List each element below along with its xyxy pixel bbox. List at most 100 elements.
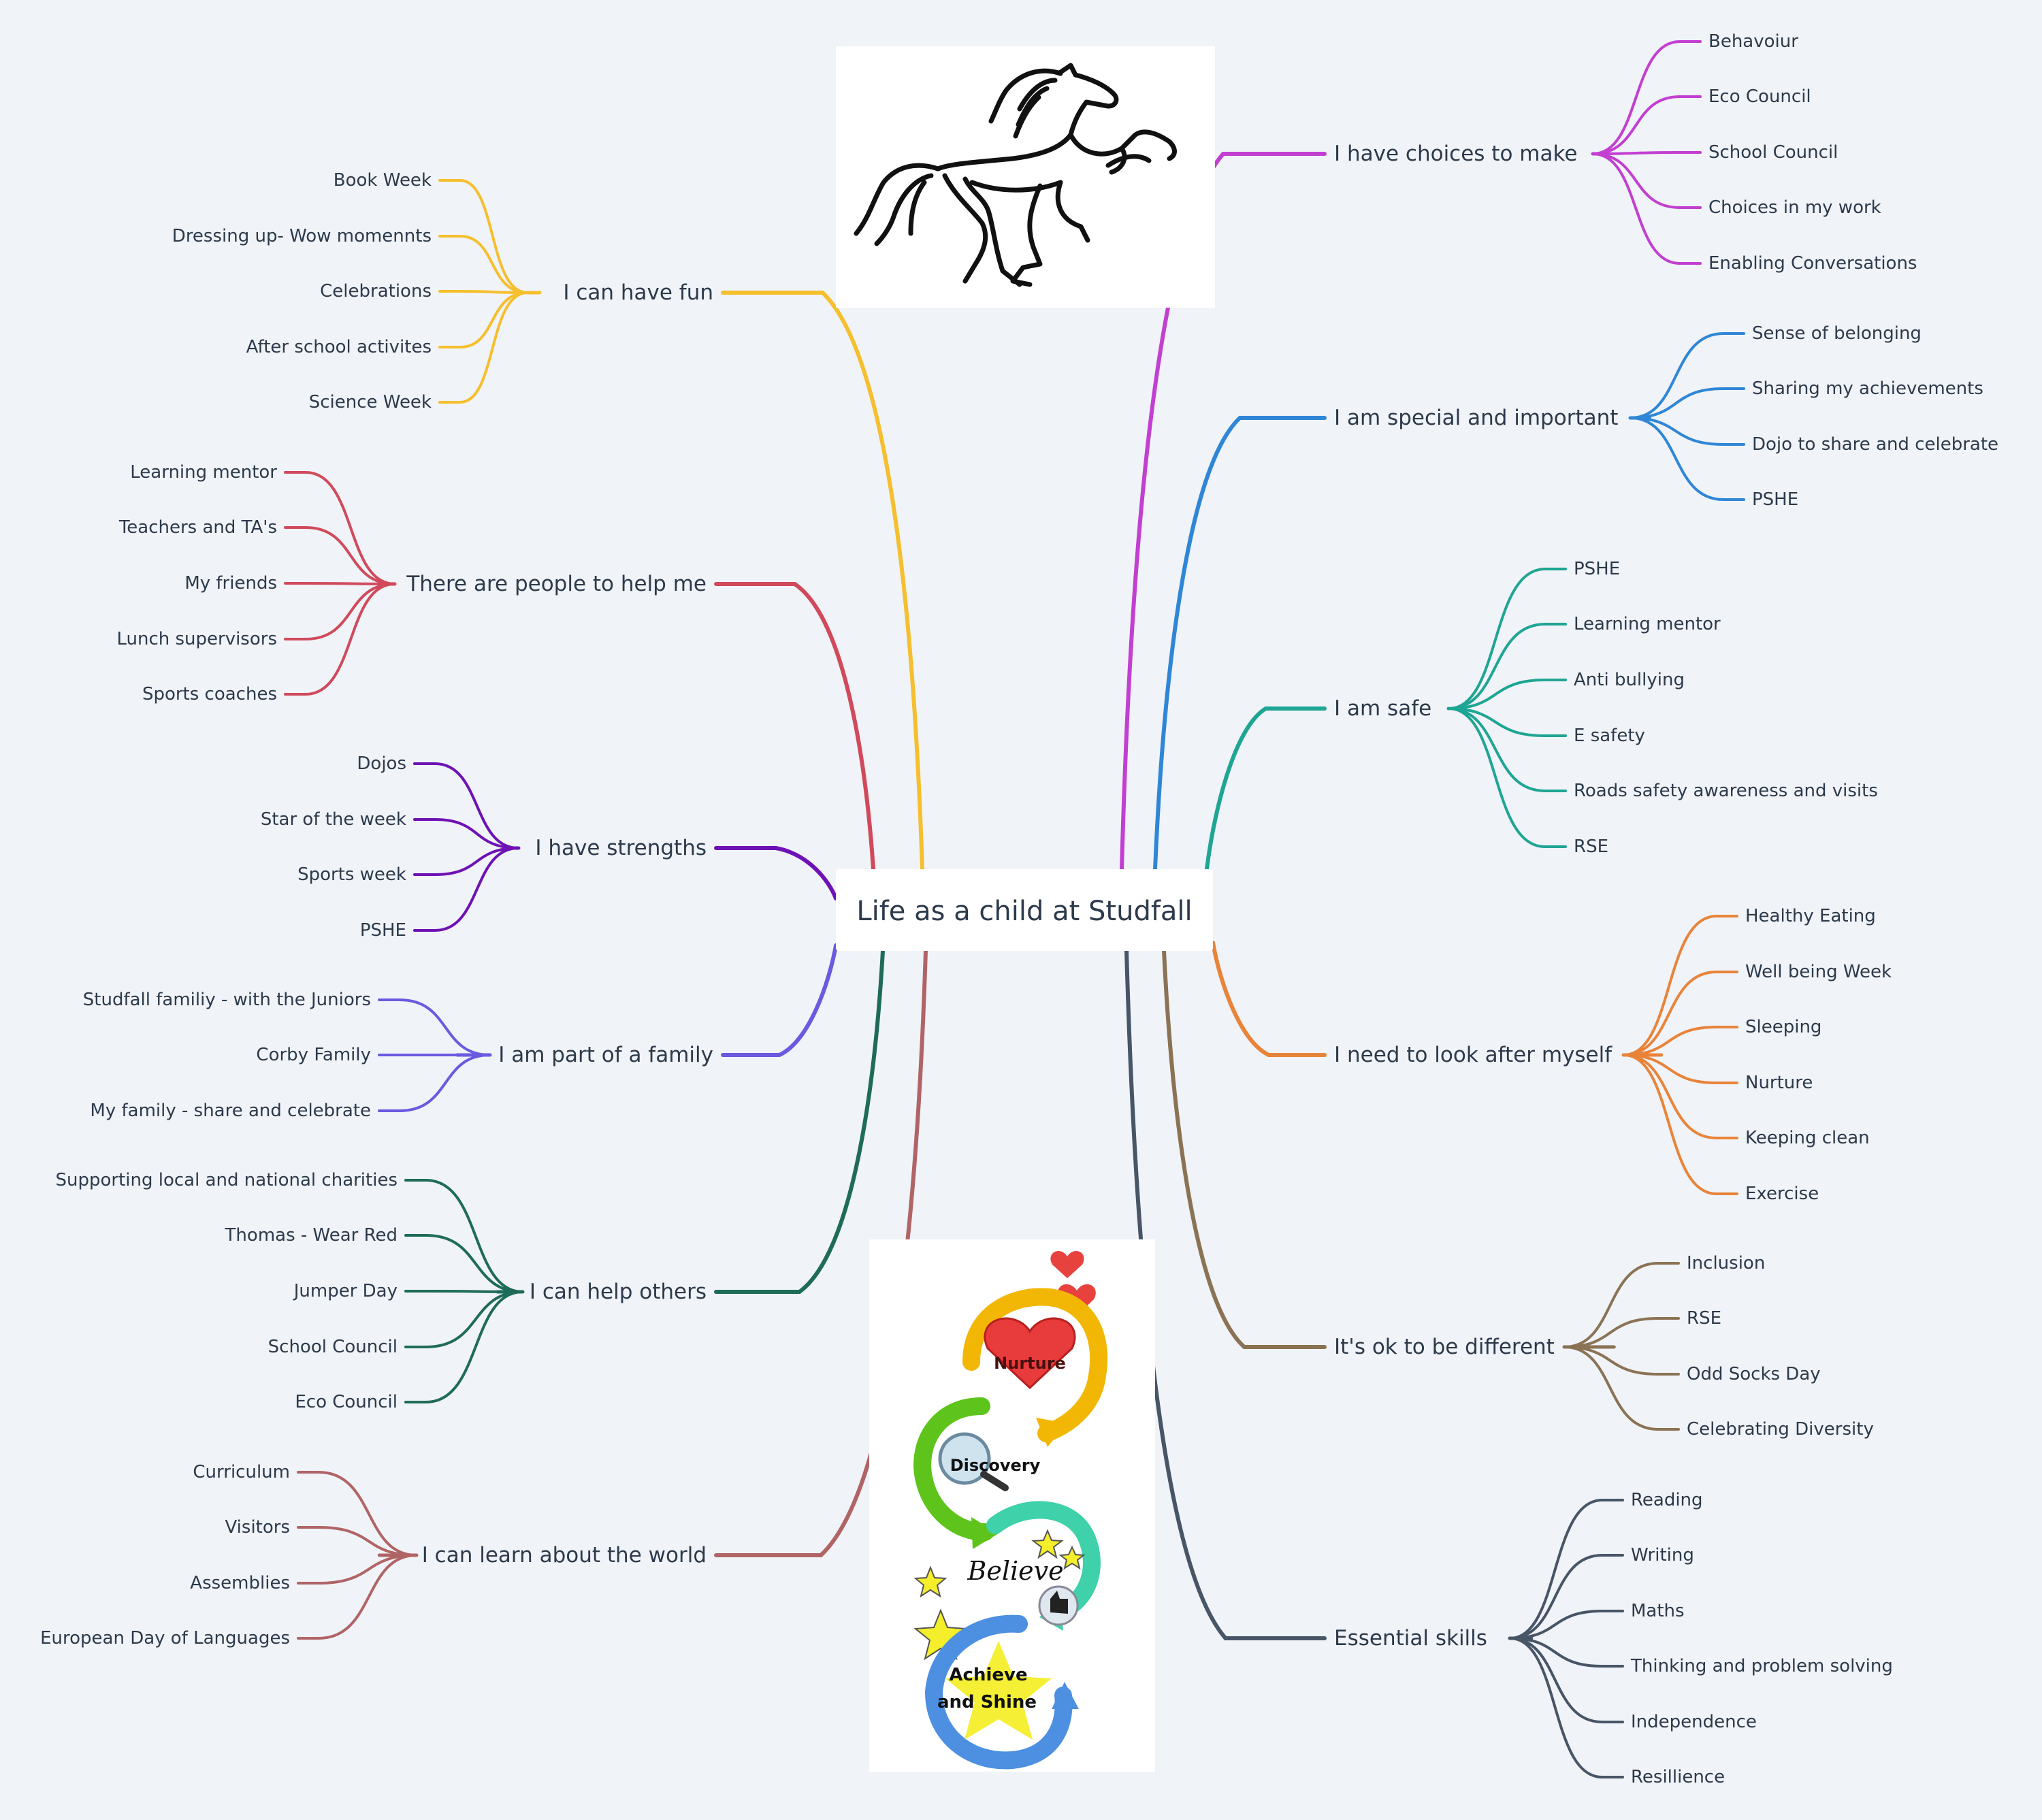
subtopic-connector — [1622, 971, 1738, 1056]
subtopic-safe-2[interactable]: Anti bullying — [1574, 670, 1685, 690]
topic-special[interactable]: I am special and important — [1334, 406, 1618, 430]
subtopic-myself-1[interactable]: Well being Week — [1745, 962, 1892, 982]
star-icon — [913, 1565, 947, 1598]
subtopic-world-3[interactable]: European Day of Languages — [40, 1628, 290, 1648]
topic-myself[interactable]: I need to look after myself — [1334, 1043, 1612, 1067]
topic-strengths[interactable]: I have strengths — [535, 836, 707, 860]
subtopic-skills-2[interactable]: Maths — [1631, 1601, 1685, 1621]
subtopic-different-0[interactable]: Inclusion — [1687, 1253, 1765, 1273]
subtopic-choices-0[interactable]: Behavoiur — [1708, 31, 1798, 52]
topic-choices[interactable]: I have choices to make — [1334, 142, 1577, 166]
subtopic-fun-4[interactable]: Science Week — [309, 392, 432, 412]
subtopic-different-1[interactable]: RSE — [1687, 1308, 1721, 1329]
subtopic-fun-3[interactable]: After school activites — [246, 337, 432, 357]
subtopic-connector — [438, 291, 529, 348]
subtopic-skills-5[interactable]: Resillience — [1631, 1767, 1725, 1787]
subtopic-connector — [1622, 1026, 1738, 1056]
values-swirl-icon: Nurture Discovery Believe Achieve and Sh… — [913, 1250, 1108, 1770]
subtopic-others-0[interactable]: Supporting local and national charities — [56, 1170, 398, 1190]
subtopic-choices-2[interactable]: School Council — [1708, 142, 1838, 163]
topic-different[interactable]: It's ok to be different — [1334, 1335, 1555, 1359]
subtopic-choices-4[interactable]: Enabling Conversations — [1708, 253, 1917, 274]
subtopic-connector — [1508, 1637, 1624, 1668]
subtopic-others-3[interactable]: School Council — [268, 1337, 398, 1357]
subtopic-connector — [1591, 152, 1702, 265]
branch-connector — [797, 949, 885, 1294]
subtopic-connector — [1591, 152, 1702, 209]
subtopic-strengths-1[interactable]: Star of the week — [261, 809, 406, 830]
subtopic-world-0[interactable]: Curriculum — [193, 1462, 290, 1482]
subtopic-others-2[interactable]: Jumper Day — [293, 1281, 398, 1301]
subtopic-family-2[interactable]: My family - share and celebrate — [90, 1101, 371, 1121]
subtopic-special-1[interactable]: Sharing my achievements — [1752, 378, 1983, 399]
subtopic-safe-4[interactable]: Roads safety awareness and visits — [1574, 781, 1878, 801]
subtopic-connector — [1447, 707, 1567, 848]
subtopic-choices-1[interactable]: Eco Council — [1708, 86, 1811, 107]
topic-skills[interactable]: Essential skills — [1334, 1626, 1487, 1651]
subtopic-special-3[interactable]: PSHE — [1752, 489, 1798, 510]
subtopic-connector — [297, 1471, 418, 1557]
topic-fun[interactable]: I can have fun — [563, 280, 713, 305]
subtopic-different-3[interactable]: Celebrating Diversity — [1687, 1419, 1874, 1440]
subtopic-connector — [1447, 568, 1567, 710]
subtopic-family-1[interactable]: Corby Family — [256, 1045, 371, 1065]
subtopic-connector — [1622, 1054, 1738, 1139]
subtopic-connector — [297, 1526, 418, 1557]
subtopic-connector — [284, 582, 396, 585]
central-topic[interactable]: Life as a child at Studfall — [836, 869, 1213, 951]
subtopic-others-4[interactable]: Eco Council — [295, 1392, 398, 1412]
subtopic-safe-1[interactable]: Learning mentor — [1574, 614, 1721, 634]
subtopic-connector — [378, 998, 491, 1056]
subtopic-myself-5[interactable]: Exercise — [1745, 1184, 1819, 1204]
subtopic-skills-0[interactable]: Reading — [1631, 1490, 1703, 1510]
subtopic-skills-3[interactable]: Thinking and problem solving — [1630, 1656, 1893, 1676]
subtopic-connector — [284, 471, 396, 585]
subtopic-myself-2[interactable]: Sleeping — [1745, 1017, 1821, 1037]
horse-image[interactable] — [836, 46, 1215, 308]
subtopic-safe-3[interactable]: E safety — [1574, 726, 1645, 746]
subtopic-family-0[interactable]: Studfall familiy - with the Juniors — [83, 990, 371, 1010]
subtopic-different-2[interactable]: Odd Socks Day — [1687, 1364, 1821, 1384]
subtopic-connector — [284, 583, 396, 696]
subtopic-myself-0[interactable]: Healthy Eating — [1745, 906, 1876, 926]
subtopic-fun-2[interactable]: Celebrations — [320, 281, 432, 302]
subtopic-fun-0[interactable]: Book Week — [334, 170, 432, 191]
subtopic-myself-3[interactable]: Nurture — [1745, 1073, 1813, 1093]
subtopic-connector — [1629, 332, 1745, 419]
subtopic-special-2[interactable]: Dojo to share and celebrate — [1752, 434, 1998, 455]
subtopic-people-3[interactable]: Lunch supervisors — [116, 629, 277, 649]
subtopic-special-0[interactable]: Sense of belonging — [1752, 323, 1922, 344]
magnifier-icon — [938, 1432, 991, 1485]
subtopic-skills-1[interactable]: Writing — [1631, 1545, 1694, 1565]
subtopic-connector — [1591, 151, 1702, 155]
subtopic-safe-5[interactable]: RSE — [1574, 836, 1608, 857]
subtopic-skills-4[interactable]: Independence — [1631, 1712, 1757, 1732]
subtopic-connector — [1508, 1637, 1624, 1778]
subtopic-strengths-2[interactable]: Sports week — [297, 864, 406, 885]
branch-connector — [1153, 416, 1242, 871]
subtopic-connector — [1508, 1499, 1624, 1640]
subtopic-myself-4[interactable]: Keeping clean — [1745, 1128, 1870, 1148]
topic-family[interactable]: I am part of a family — [498, 1043, 713, 1067]
subtopic-people-1[interactable]: Teachers and TA's — [118, 517, 277, 538]
topic-safe[interactable]: I am safe — [1334, 696, 1431, 721]
subtopic-safe-0[interactable]: PSHE — [1574, 559, 1620, 579]
subtopic-choices-3[interactable]: Choices in my work — [1708, 197, 1881, 218]
topic-others[interactable]: I can help others — [530, 1280, 707, 1304]
subtopic-others-1[interactable]: Thomas - Wear Red — [225, 1225, 398, 1246]
subtopic-strengths-3[interactable]: PSHE — [360, 920, 406, 941]
subtopic-world-2[interactable]: Assemblies — [190, 1573, 290, 1593]
topic-world[interactable]: I can learn about the world — [422, 1543, 707, 1567]
values-swirl-image[interactable]: Nurture Discovery Believe Achieve and Sh… — [869, 1239, 1155, 1772]
subtopic-people-4[interactable]: Sports coaches — [142, 684, 277, 704]
subtopic-world-1[interactable]: Visitors — [225, 1517, 290, 1538]
topic-people[interactable]: There are people to help me — [406, 572, 707, 596]
subtopic-strengths-0[interactable]: Dojos — [357, 753, 406, 774]
discovery-word: Discovery — [950, 1456, 1041, 1475]
subtopic-connector — [1447, 707, 1567, 737]
subtopic-people-0[interactable]: Learning mentor — [130, 462, 277, 483]
subtopic-people-2[interactable]: My friends — [184, 573, 277, 594]
subtopic-fun-1[interactable]: Dressing up- Wow momennts — [172, 226, 432, 246]
subtopic-connector — [1563, 1317, 1680, 1348]
